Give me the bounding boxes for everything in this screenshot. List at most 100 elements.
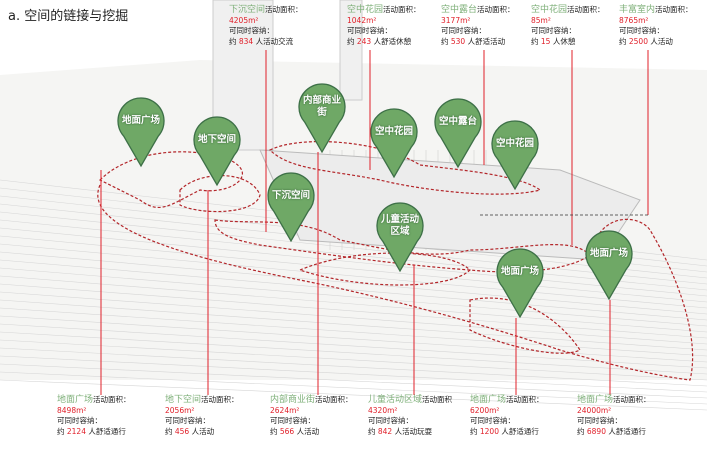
sketch-line [0,267,707,327]
zone-name: 空中露台 [441,5,478,15]
area-label: 活动面积： [506,395,544,404]
area-info-block: 地面广场活动面积： 6200m² 可同时容纳： 约 1200 人舒适通行 [470,395,544,437]
map-pin-icon [267,172,315,243]
activity-zone-outline [98,151,243,209]
activity-zone-outline [97,184,694,381]
capacity-count: 842 [377,426,393,436]
area-info-block: 内部商业街活动面积： 2624m² 可同时容纳： 约 566 人活动 [270,395,353,437]
capacity-count: 243 [356,36,372,46]
area-label: 活动面积 [422,395,453,404]
area-info-block: 空中露台活动面积： 3177m² 可同时容纳： 约 530 人舒适活动 [441,5,515,47]
activity-type: 舒适通行 [95,426,126,436]
map-pin-icon [117,97,165,168]
area-info-block: 丰富室内活动面积： 8765m² 可同时容纳： 约 2500 人活动 [619,5,693,47]
sketch-line [0,379,707,411]
pin-label: 地面广场 [500,266,539,277]
area-value: 1042m² [347,15,377,25]
area-value: 8765m² [619,15,649,25]
tower [339,0,363,101]
approx-label: 约 [270,426,278,436]
sketch-line [0,251,707,315]
people-label: 人 [255,36,264,46]
activity-type: 活动 [657,36,673,46]
capacity-label: 可同时容纳： [270,416,315,425]
activity-type: 活动 [304,426,320,436]
page-title: a. 空间的链接与挖掘 [8,9,129,24]
zone-name: 下沉空间 [229,5,266,15]
pin-label: 地下空间 [197,134,236,145]
approx-label: 约 [165,426,173,436]
capacity-label: 可同时容纳： [165,416,210,425]
activity-type: 休憩 [560,36,576,46]
people-label: 人 [373,36,382,46]
zone-name: 儿童活动区域 [368,395,423,405]
area-value: 6200m² [470,405,500,415]
zone-name: 地面广场 [470,395,507,405]
activity-zone-outline [179,174,261,213]
approx-label: 约 [470,426,478,436]
zone-name: 地面广场 [57,395,94,405]
approx-label: 约 [229,36,237,46]
area-label: 活动面积： [655,5,693,14]
sketch-line [0,259,707,321]
area-value: 2624m² [270,405,300,415]
area-value: 4320m² [368,405,398,415]
zone-name: 内部商业街 [270,395,316,405]
sketch-line [0,371,707,405]
activity-type: 舒适通行 [615,426,646,436]
capacity-count: 566 [279,426,295,436]
people-label: 人 [191,426,200,436]
area-value: 8498m² [57,405,87,415]
sketch-line [0,211,707,285]
capacity-count: 15 [540,36,551,46]
capacity-count: 834 [238,36,254,46]
sketch-line [0,347,707,387]
sketch-line [0,219,707,291]
approx-label: 约 [441,36,449,46]
zone-name: 丰富室内 [619,5,656,15]
capacity-label: 可同时容纳： [577,416,622,425]
area-info-block: 空中花园活动面积： 85m² 可同时容纳： 约 15 人休憩 [531,5,605,47]
people-label: 人 [88,426,96,436]
pin-label: 地面广场 [121,115,160,126]
pin-label: 下沉空间 [271,190,310,201]
area-label: 活动面积： [315,395,353,404]
pin-label: 儿童活动区域 [380,214,419,237]
sketch-line [0,315,707,363]
activity-zone-outline [298,252,471,286]
capacity-label: 可同时容纳： [368,416,413,425]
approx-label: 约 [577,426,585,436]
area-label: 活动面积： [613,395,651,404]
people-label: 人 [394,426,403,436]
capacity-count: 2500 [628,36,648,46]
sketch-line [0,339,707,381]
capacity-label: 可同时容纳： [470,416,515,425]
capacity-count: 6890 [586,426,606,436]
capacity-label: 可同时容纳： [441,26,486,35]
area-info-block: 地下空间活动面积： 2056m² 可同时容纳： 约 456 人活动 [165,395,239,437]
activity-type: 舒适休憩 [381,36,412,46]
approx-label: 约 [368,426,376,436]
area-value: 4205m² [229,15,259,25]
zone-name: 空中花园 [531,5,568,15]
people-label: 人 [296,426,305,436]
area-value: 3177m² [441,15,471,25]
capacity-label: 可同时容纳： [57,416,102,425]
activity-type: 活动交流 [263,36,294,46]
map-pin-icon [370,108,418,179]
area-label: 活动面积： [201,395,239,404]
map-pin-icon [376,202,424,273]
pin-label: 内部商业街 [302,95,341,118]
people-label: 人 [608,426,616,436]
people-label: 人 [552,36,561,46]
zone-name: 地面广场 [577,395,614,405]
sketch-line [0,235,707,303]
approx-label: 约 [347,36,355,46]
sketch-line [0,355,707,393]
area-info-block: 儿童活动区域活动面积 4320m² 可同时容纳： 约 842 人活动玩耍 [368,395,452,437]
zone-name: 空中花园 [347,5,384,15]
approx-label: 约 [531,36,539,46]
map-pin-icon [298,83,346,154]
area-info-block: 地面广场活动面积： 8498m² 可同时容纳： 约 2124 人舒适通行 [57,395,131,437]
area-label: 活动面积： [265,5,303,14]
